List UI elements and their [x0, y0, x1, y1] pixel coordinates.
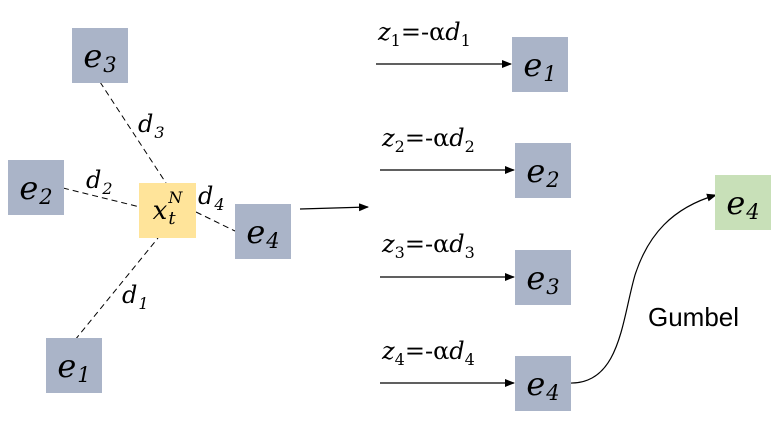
center-var: x	[152, 195, 168, 226]
edge-center-e4	[195, 211, 236, 232]
node-sub: 2	[546, 168, 560, 192]
node-sub: 4	[746, 200, 760, 224]
z-sub: 4	[394, 350, 405, 369]
dist-var: d	[198, 182, 214, 210]
gumbel-curve	[568, 193, 717, 384]
node-var: e	[83, 36, 103, 75]
dist-sub: 3	[154, 123, 165, 142]
distance-label-d1: d1	[122, 281, 149, 312]
d-var: d	[449, 230, 465, 258]
node-sub: 3	[546, 275, 560, 299]
equals-neg-alpha: =-α	[404, 230, 450, 258]
d-var: d	[449, 337, 465, 365]
node-var: e	[246, 212, 266, 251]
equals-neg-alpha: =-α	[400, 18, 446, 46]
edge-e2-center	[62, 187, 141, 208]
node-sub: 1	[543, 62, 557, 86]
d-sub: 3	[464, 243, 475, 262]
node-sub: 4	[546, 381, 560, 405]
equals-neg-alpha: =-α	[404, 124, 450, 152]
z-var: z	[382, 337, 395, 365]
edge-e3-center	[99, 81, 167, 184]
d-var: d	[449, 124, 465, 152]
node-var: e	[526, 364, 546, 403]
z-sub: 2	[394, 137, 405, 156]
z-var: z	[382, 230, 395, 258]
score-formula-2: z2=-αd2	[382, 124, 475, 155]
z-var: z	[378, 18, 391, 46]
z-sub: 3	[394, 243, 405, 262]
distance-label-d3: d3	[138, 110, 165, 141]
distance-label-d4: d4	[198, 182, 225, 213]
score-formula-4: z4=-αd4	[382, 337, 475, 368]
node-sub: 1	[77, 363, 91, 387]
dist-var: d	[122, 281, 138, 309]
edge-e1-center	[74, 237, 159, 341]
dist-sub: 4	[214, 195, 225, 214]
d-sub: 4	[464, 350, 475, 369]
d-sub: 1	[460, 31, 471, 50]
dist-sub: 2	[102, 179, 113, 198]
node-var: e	[523, 45, 543, 84]
node-sub: 4	[266, 229, 280, 253]
dist-var: d	[138, 110, 154, 138]
center-sub: t	[168, 207, 176, 229]
d-sub: 2	[464, 137, 475, 156]
d-var: d	[445, 18, 461, 46]
z-var: z	[382, 124, 395, 152]
equals-neg-alpha: =-α	[404, 337, 450, 365]
dist-sub: 1	[138, 294, 149, 313]
center-sup: N	[168, 187, 183, 207]
z-sub: 1	[390, 31, 401, 50]
node-sub: 2	[39, 185, 53, 209]
gumbel-label: Gumbel	[648, 302, 740, 332]
dist-var: d	[86, 166, 102, 194]
transition-arrow	[299, 203, 369, 212]
node-var: e	[726, 183, 746, 222]
score-formula-3: z3=-αd3	[382, 230, 475, 261]
distance-label-d2: d2	[86, 166, 113, 197]
score-formula-1: z1=-αd1	[378, 18, 471, 49]
node-var: e	[57, 346, 77, 385]
node-sub: 3	[103, 53, 117, 77]
node-var: e	[19, 168, 39, 207]
node-var: e	[526, 151, 546, 190]
node-var: e	[526, 258, 546, 297]
